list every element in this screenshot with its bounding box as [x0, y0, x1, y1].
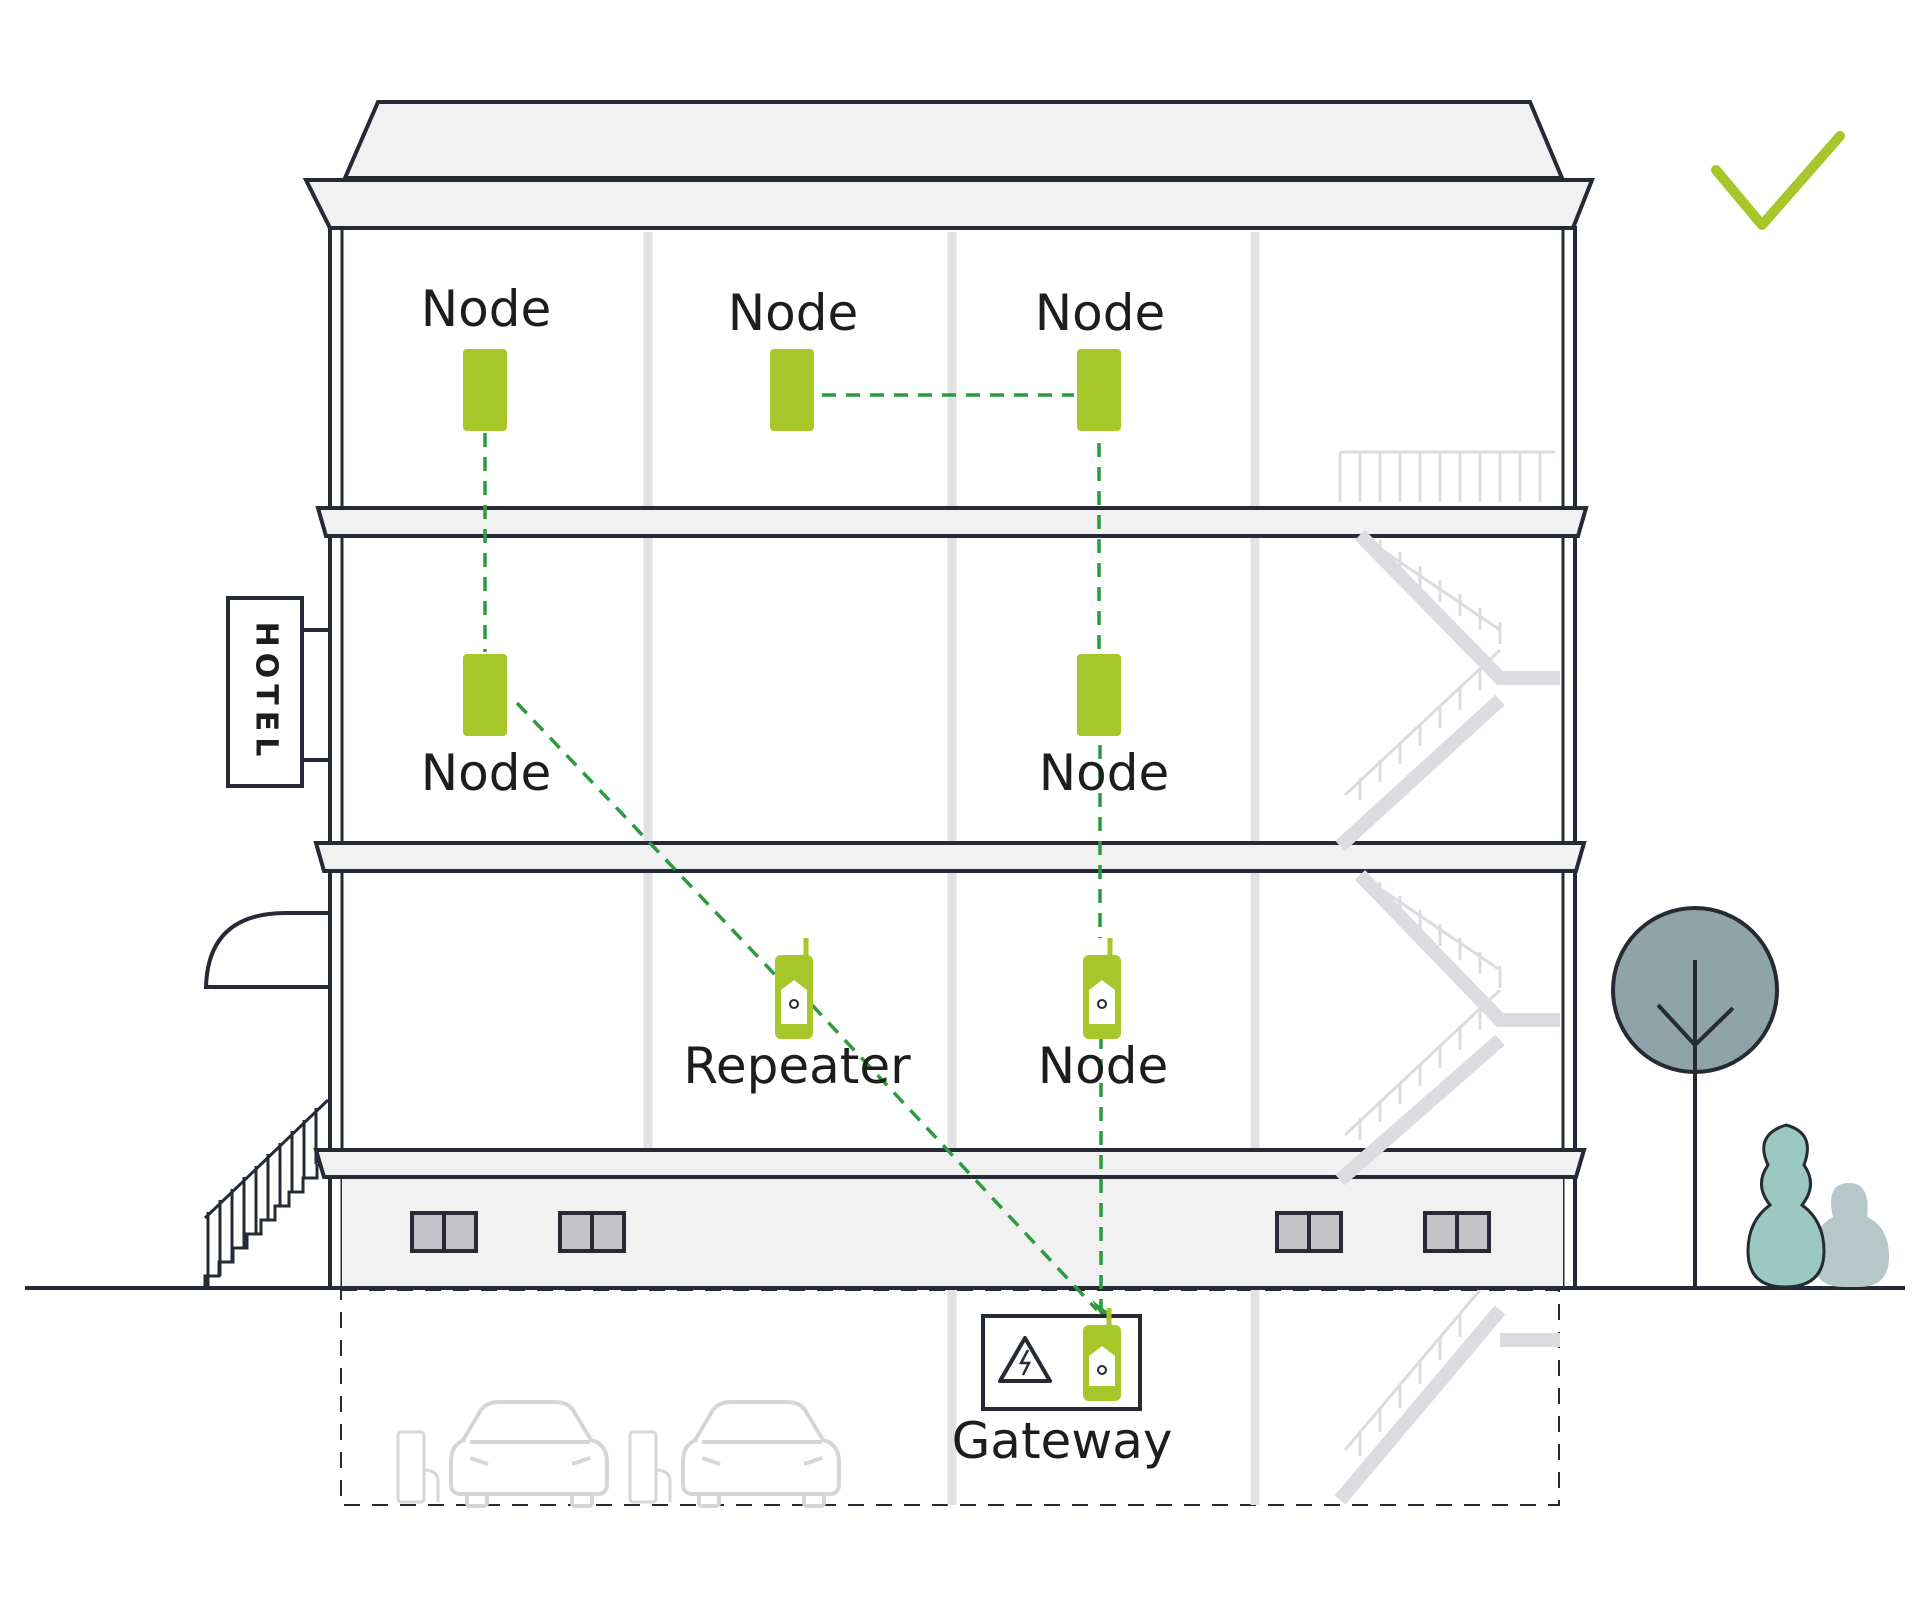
basement — [340, 1289, 1560, 1508]
gateway-device — [1083, 1308, 1121, 1401]
car-1 — [449, 1400, 609, 1508]
label-node-mid-2: Node — [1039, 744, 1170, 802]
roof-cornice — [302, 178, 1595, 230]
node-device — [1077, 654, 1121, 736]
floor-slab — [315, 506, 1589, 538]
roof — [341, 100, 1566, 180]
label-node-top-1: Node — [421, 280, 552, 338]
floor-slab — [313, 1148, 1587, 1179]
label-node-low: Node — [1038, 1037, 1169, 1095]
mesh-links — [483, 393, 1103, 1312]
fire-escape — [1334, 450, 1560, 1505]
window — [1423, 1211, 1491, 1253]
node-device — [463, 654, 507, 736]
hotel-sign-board — [226, 596, 304, 788]
label-node-top-3: Node — [1035, 284, 1166, 342]
entrance-stairs — [203, 1098, 330, 1286]
label-node-top-2: Node — [728, 284, 859, 342]
window — [558, 1211, 626, 1253]
basement-outline — [340, 1289, 1560, 1506]
floor-slab — [313, 841, 1587, 873]
hotel-sign: HOTEL — [226, 596, 330, 788]
awning — [203, 911, 328, 989]
label-gateway: Gateway — [952, 1412, 1173, 1470]
bush — [1746, 1123, 1889, 1289]
link-mid1-repeater — [515, 701, 782, 982]
hotel-sign-text: HOTEL — [249, 622, 284, 763]
node-device — [770, 349, 814, 431]
node-device — [463, 349, 507, 431]
ev-charger-1 — [396, 1430, 440, 1504]
high-voltage-warning-icon — [998, 1336, 1052, 1383]
window — [410, 1211, 478, 1253]
checkmark-icon — [1711, 131, 1845, 230]
car-2 — [681, 1400, 841, 1508]
node-radio-device — [1083, 938, 1121, 1039]
gateway-box — [981, 1308, 1142, 1411]
building — [302, 100, 1595, 1290]
label-node-mid-1: Node — [421, 744, 552, 802]
node-device — [1077, 349, 1121, 431]
ev-charger-2 — [628, 1430, 672, 1504]
link-repeater-gateway — [810, 1003, 1099, 1312]
window — [1275, 1211, 1343, 1253]
ground-floor — [342, 1175, 1563, 1288]
repeater-device — [775, 938, 813, 1039]
label-repeater: Repeater — [683, 1037, 911, 1095]
tree — [1611, 906, 1779, 1288]
